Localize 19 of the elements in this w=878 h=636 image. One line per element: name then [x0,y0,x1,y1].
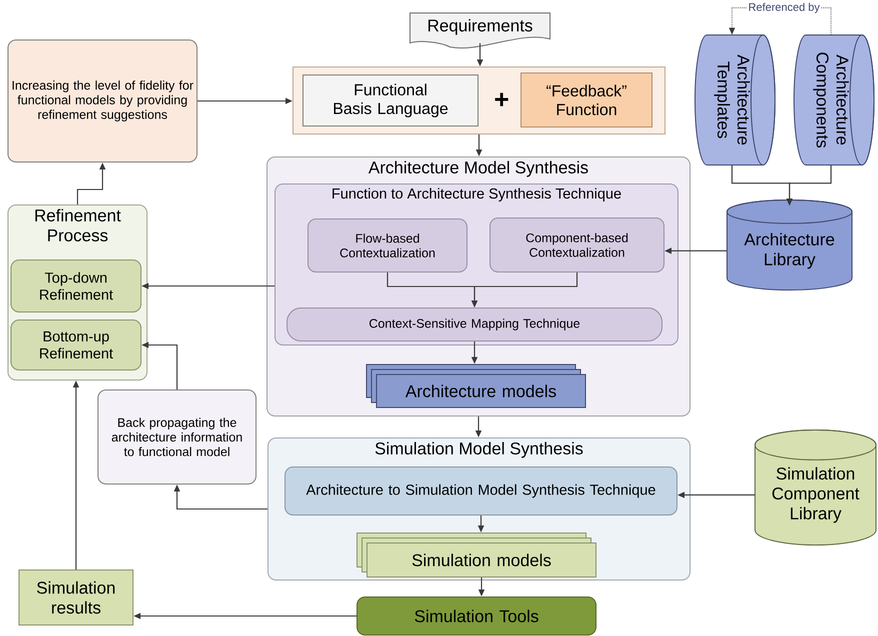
database-cylinder: Architecture Templates [694,34,776,166]
process-box: “Feedback” Function [520,72,652,128]
process-box: Top-down Refinement [10,260,142,312]
process-box: Bottom-up Refinement [10,320,142,370]
process-box: Flow-based Contextualization [308,218,468,272]
stacked-boxes: Architecture models [366,364,586,408]
process-box: Simulation results [18,570,134,626]
process-box: Functional Basis Language [302,74,478,126]
database-cylinder: Simulation Component Library [754,430,876,546]
note-box: Increasing the level of fidelity for functional models by providing refinement suggestions [8,40,198,162]
note-box: Back propagating the architecture information to functional model [98,390,256,484]
database-cylinder: Architecture Components [794,34,874,166]
database-cylinder: Architecture Library [726,200,852,290]
edge-label: Referenced by [747,2,821,14]
stacked-boxes: Simulation models [356,532,596,578]
process-box: Architecture to Simulation Model Synthesis Technique [284,466,678,516]
process-box: Simulation Tools [356,596,596,636]
process-box: Component-based Contextualization [490,218,664,272]
process-box: Context-Sensitive Mapping Technique [286,308,662,342]
